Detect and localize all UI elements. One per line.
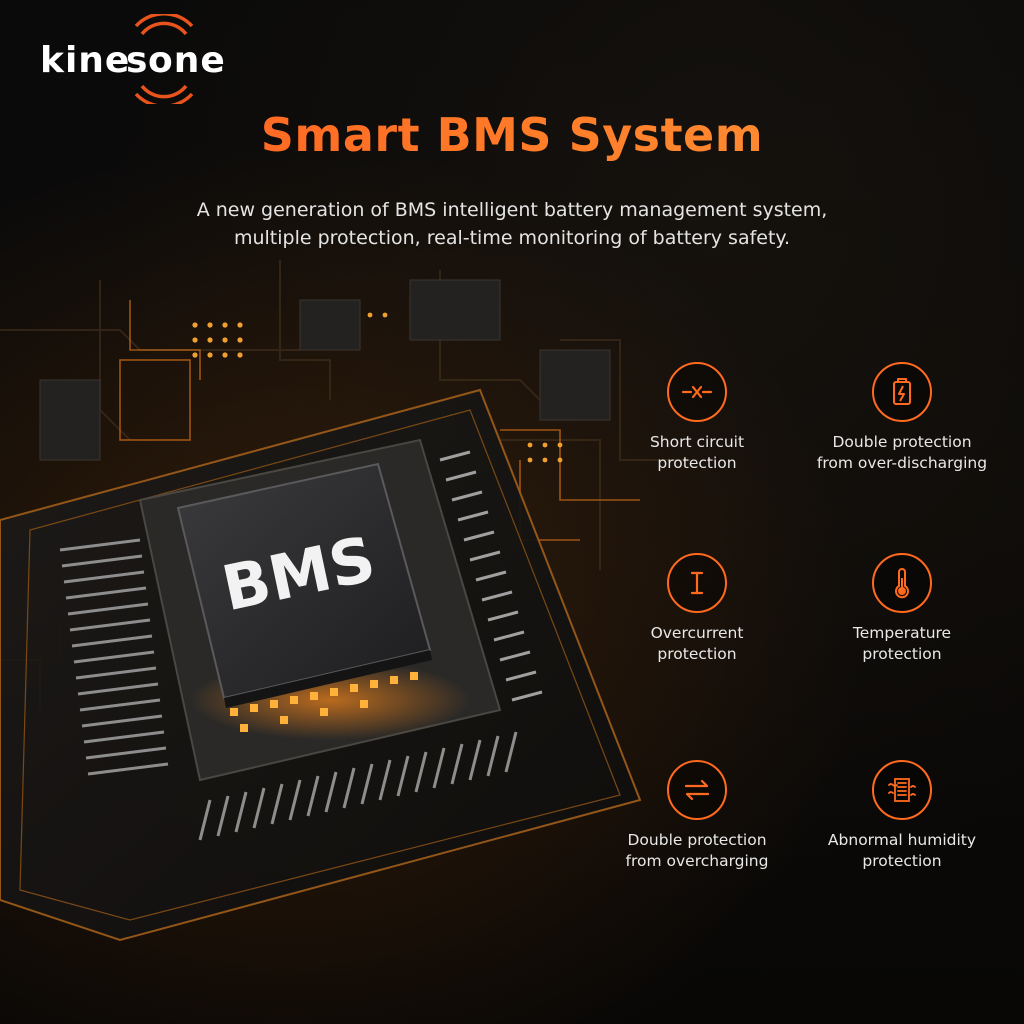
feature-label-line2: protection: [862, 852, 942, 870]
feature-label-line1: Double protection: [832, 433, 972, 451]
feature-label-line2: from overcharging: [625, 852, 769, 870]
subtitle-line-2: multiple protection, real-time monitorin…: [233, 227, 791, 249]
page-subtitle: A new generation of BMS intelligent batt…: [0, 196, 1024, 252]
svg-text:one: one: [148, 40, 226, 81]
svg-text:kine: kine: [40, 40, 130, 81]
feature-label-line2: protection: [657, 645, 737, 663]
kinesone-logo-icon: kine s one: [40, 12, 226, 108]
feature-temperature: Temperature protection: [797, 553, 1007, 665]
battery-discharge-icon: [872, 362, 932, 422]
humidity-icon: [872, 760, 932, 820]
bidirectional-arrows-icon: [667, 760, 727, 820]
subtitle-line-1: A new generation of BMS intelligent batt…: [196, 199, 828, 221]
feature-humidity: Abnormal humidity protection: [797, 760, 1007, 872]
feature-label-line2: protection: [862, 645, 942, 663]
feature-overcharging: Double protection from overcharging: [592, 760, 802, 872]
feature-label-line1: Short circuit: [649, 433, 745, 451]
feature-label-line1: Overcurrent: [650, 624, 744, 642]
short-circuit-icon: [667, 362, 727, 422]
feature-label-line1: Double protection: [627, 831, 767, 849]
bms-chip-illustration: BMS: [0, 260, 690, 942]
current-icon: [667, 553, 727, 613]
feature-over-discharging: Double protection from over-discharging: [797, 362, 1007, 474]
feature-label-line2: protection: [657, 454, 737, 472]
feature-label-line1: Temperature: [852, 624, 952, 642]
feature-label-line2: from over-discharging: [816, 454, 988, 472]
page-title: Smart BMS System: [0, 108, 1024, 162]
thermometer-icon: [872, 553, 932, 613]
feature-short-circuit: Short circuit protection: [592, 362, 802, 474]
feature-overcurrent: Overcurrent protection: [592, 553, 802, 665]
feature-label-line1: Abnormal humidity: [827, 831, 977, 849]
brand-logo: kine s one: [38, 12, 248, 108]
svg-text:s: s: [126, 40, 147, 81]
